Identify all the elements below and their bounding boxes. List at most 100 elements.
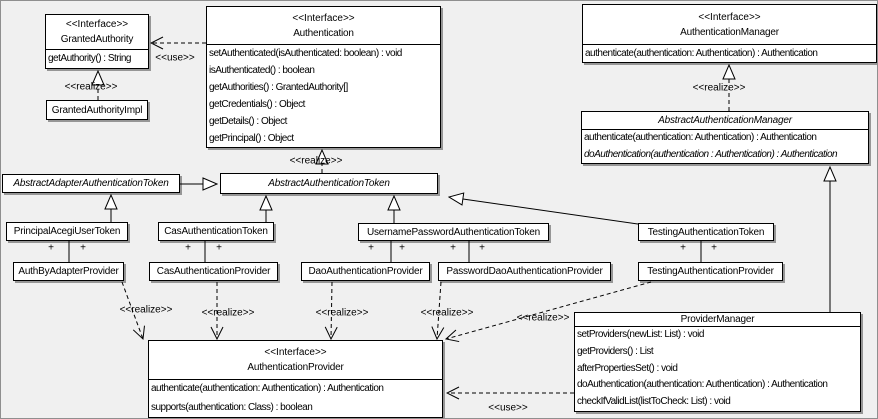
member-operation: authenticate(authentication: Authenticat… bbox=[585, 48, 818, 59]
class-title: AbstractAuthenticationToken bbox=[221, 174, 437, 193]
edge-label-realize-testingprovider: <<realize>> bbox=[516, 312, 570, 324]
association-plus-mark: + bbox=[680, 242, 686, 254]
class-cas-authentication-token[interactable]: CasAuthenticationToken bbox=[158, 222, 274, 241]
class-provider-manager[interactable]: ProviderManager setProviders(newList: Lis… bbox=[574, 312, 861, 412]
association-plus-mark: + bbox=[48, 242, 54, 254]
class-name: CasAuthenticationToken bbox=[164, 226, 268, 237]
class-password-dao-authentication-provider[interactable]: PasswordDaoAuthenticationProvider bbox=[438, 262, 611, 281]
class-authentication-manager[interactable]: <<Interface>> AuthenticationManager authen… bbox=[582, 4, 877, 63]
association-plus-mark: + bbox=[216, 242, 222, 254]
class-title: DaoAuthenticationProvider bbox=[302, 263, 429, 280]
class-title: AuthByAdapterProvider bbox=[14, 263, 123, 280]
class-abstract-adapter-authentication-token[interactable]: AbstractAdapterAuthenticationToken bbox=[2, 174, 180, 193]
member-operation: getAuthorities() : GrantedAuthority[] bbox=[209, 82, 348, 93]
stereotype-label: <<Interface>> bbox=[65, 19, 129, 30]
member-operation: getCredentials() : Object bbox=[209, 99, 305, 110]
association-plus-mark: + bbox=[450, 242, 456, 254]
edge-label-realize-abstracttoken-authentication: <<realize>> bbox=[289, 155, 343, 167]
class-title: AbstractAdapterAuthenticationToken bbox=[3, 175, 179, 192]
class-authentication[interactable]: <<Interface>> Authentication setAuthentica… bbox=[206, 6, 441, 148]
association-plus-mark: + bbox=[711, 242, 717, 254]
class-authentication-provider[interactable]: <<Interface>> AuthenticationProvider authe… bbox=[148, 340, 443, 418]
class-title: <<Interface>> Authentication bbox=[207, 7, 440, 45]
class-title: PrincipalAcegiUserToken bbox=[7, 223, 127, 240]
edge-label-use-providermanager-authprovider: <<use>> bbox=[488, 402, 528, 414]
class-title: CasAuthenticationProvider bbox=[150, 263, 277, 280]
class-name: AbstractAuthenticationToken bbox=[268, 178, 390, 189]
association-plus-mark: + bbox=[368, 242, 374, 254]
class-title: <<Interface>> AuthenticationManager bbox=[583, 5, 876, 45]
class-title: UsernamePasswordAuthenticationToken bbox=[359, 224, 548, 240]
class-title: PasswordDaoAuthenticationProvider bbox=[439, 263, 610, 280]
class-title: TestingAuthenticationProvider bbox=[639, 263, 782, 280]
edge-label-realize-casprovider: <<realize>> bbox=[201, 307, 255, 319]
class-name: AuthenticationManager bbox=[680, 26, 779, 38]
class-dao-authentication-provider[interactable]: DaoAuthenticationProvider bbox=[301, 262, 430, 281]
edge-label-realize-daoprovider: <<realize>> bbox=[315, 307, 369, 319]
class-name: Authentication bbox=[293, 27, 354, 39]
class-abstract-authentication-manager[interactable]: AbstractAuthenticationManager authenticat… bbox=[581, 111, 869, 164]
class-name: AuthenticationProvider bbox=[247, 362, 344, 373]
class-principal-acegi-user-token[interactable]: PrincipalAcegiUserToken bbox=[6, 222, 128, 241]
class-name: CasAuthenticationProvider bbox=[156, 266, 271, 277]
class-name: DaoAuthenticationProvider bbox=[308, 266, 423, 277]
class-abstract-authentication-token[interactable]: AbstractAuthenticationToken bbox=[220, 173, 438, 194]
class-name: AbstractAuthenticationManager bbox=[658, 115, 792, 126]
members-compartment: authenticate(authentication: Authenticat… bbox=[149, 380, 442, 417]
class-title: <<Interface>> AuthenticationProvider bbox=[149, 341, 442, 380]
member-operation: isAuthenticated() : boolean bbox=[209, 65, 315, 76]
class-name: ProviderManager bbox=[680, 314, 755, 325]
member-operation: setAuthenticated(isAuthenticated: boolea… bbox=[209, 48, 402, 59]
class-username-password-authentication-token[interactable]: UsernamePasswordAuthenticationToken bbox=[358, 223, 549, 241]
members-compartment: authenticate(authentication: Authenticat… bbox=[583, 45, 876, 62]
members-compartment: setProviders(newList: List) : void getPro… bbox=[575, 327, 860, 411]
class-granted-authority-impl[interactable]: GrantedAuthorityImpl bbox=[46, 100, 148, 120]
class-cas-authentication-provider[interactable]: CasAuthenticationProvider bbox=[149, 262, 278, 281]
members-compartment: authenticate(authentication: Authenticat… bbox=[582, 130, 868, 163]
edge-label-realize-authbyadapterprovider: <<realize>> bbox=[119, 304, 173, 316]
class-name: AuthByAdapterProvider bbox=[18, 266, 119, 277]
class-title: AbstractAuthenticationManager bbox=[582, 112, 868, 130]
association-plus-mark: + bbox=[80, 242, 86, 254]
class-title: <<Interface>> GrantedAuthority bbox=[46, 15, 148, 50]
class-title: GrantedAuthorityImpl bbox=[47, 101, 147, 119]
class-title: CasAuthenticationToken bbox=[159, 223, 273, 240]
member-operation: supports(authentication: Class) : boolea… bbox=[151, 401, 313, 413]
member-operation: getAuthority() : String bbox=[48, 53, 131, 64]
class-testing-authentication-token[interactable]: TestingAuthenticationToken bbox=[638, 223, 774, 241]
stereotype-label: <<Interface>> bbox=[698, 11, 761, 23]
class-name: UsernamePasswordAuthenticationToken bbox=[366, 226, 541, 238]
member-operation: doAuthentication(authentication: Authent… bbox=[577, 379, 828, 391]
members-compartment: getAuthority() : String bbox=[46, 50, 148, 68]
member-operation: getDetails() : Object bbox=[209, 116, 287, 127]
class-title: TestingAuthenticationToken bbox=[639, 224, 773, 240]
member-operation: checkIfValidList(listToCheck: List) : vo… bbox=[577, 396, 731, 408]
edge-label-realize-abstractmanager-authmanager: <<realize>> bbox=[692, 82, 746, 94]
member-operation: setProviders(newList: List) : void bbox=[577, 329, 704, 340]
members-compartment: setAuthenticated(isAuthenticated: boolea… bbox=[207, 45, 440, 147]
class-auth-by-adapter-provider[interactable]: AuthByAdapterProvider bbox=[13, 262, 124, 281]
edge-label-realize-passworddaoprovider: <<realize>> bbox=[420, 307, 474, 319]
stereotype-label: <<Interface>> bbox=[264, 347, 327, 358]
class-name: GrantedAuthorityImpl bbox=[51, 104, 143, 116]
class-name: TestingAuthenticationToken bbox=[647, 226, 765, 238]
edge-label-realize-grantedauthorityimpl: <<realize>> bbox=[64, 81, 118, 93]
member-operation: authenticate(authentication: Authenticat… bbox=[151, 383, 384, 394]
class-name: GrantedAuthority bbox=[60, 34, 134, 45]
class-name: TestingAuthenticationProvider bbox=[647, 266, 774, 277]
class-granted-authority[interactable]: <<Interface>> GrantedAuthority getAuthorit… bbox=[45, 14, 149, 69]
association-plus-mark: + bbox=[399, 242, 405, 254]
edge-label-use-authentication-grantedauthority: <<use>> bbox=[155, 52, 195, 64]
class-title: ProviderManager bbox=[575, 313, 860, 327]
association-plus-mark: + bbox=[479, 242, 485, 254]
class-name: PasswordDaoAuthenticationProvider bbox=[446, 266, 603, 277]
member-operation: doAuthentication(authentication : Authen… bbox=[584, 148, 838, 160]
member-operation: authenticate(authentication: Authenticat… bbox=[584, 132, 817, 143]
inherit-testingtoken-to-abstracttoken bbox=[449, 197, 639, 225]
member-operation: getProviders() : List bbox=[577, 345, 654, 357]
class-testing-authentication-provider[interactable]: TestingAuthenticationProvider bbox=[638, 262, 783, 281]
stereotype-label: <<Interface>> bbox=[292, 12, 355, 24]
member-operation: afterPropertiesSet() : void bbox=[577, 362, 678, 374]
association-plus-mark: + bbox=[185, 242, 191, 254]
